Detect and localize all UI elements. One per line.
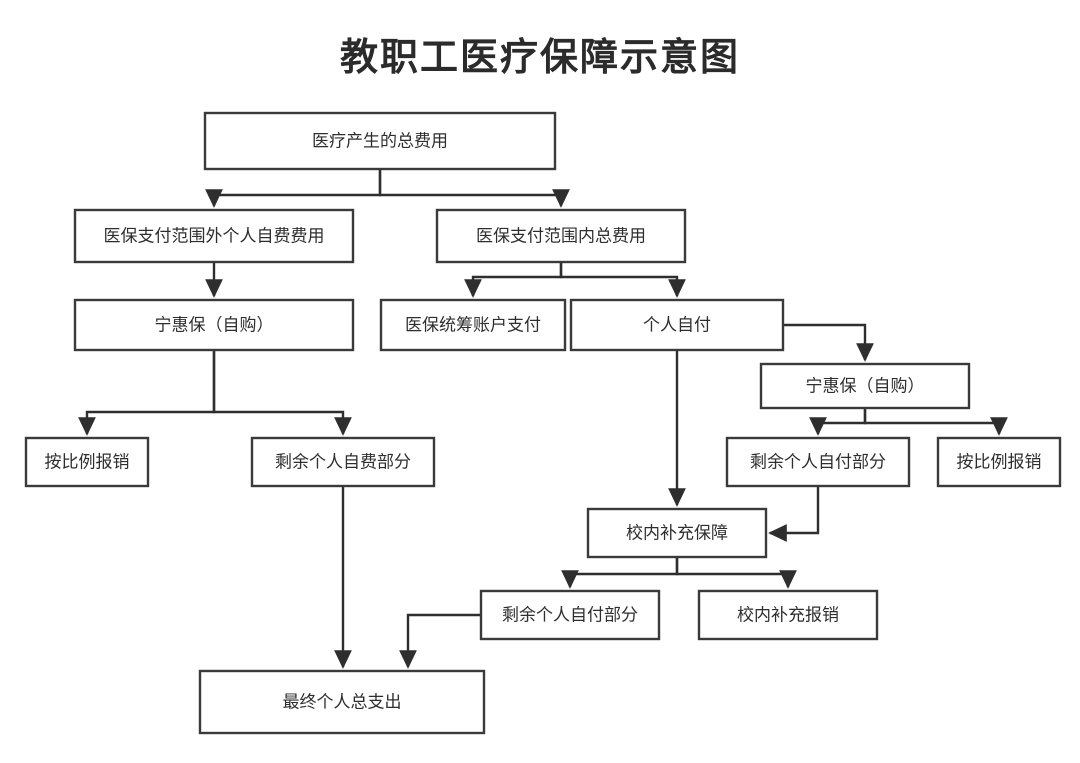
node-box (73, 298, 355, 352)
connector-n13-to-n15 (399, 613, 481, 669)
node-box (479, 589, 661, 641)
node-box (73, 208, 355, 264)
connector-n10-to-n12 (768, 486, 820, 542)
node-n12[interactable]: 校内补充保障 (586, 507, 768, 559)
connector-n7-to-n11 (863, 408, 1008, 436)
node-box (250, 436, 436, 488)
node-n14[interactable]: 校内补充报销 (697, 589, 879, 641)
node-label: 校内补充保障 (626, 523, 728, 542)
node-n3[interactable]: 医保支付范围内总费用 (435, 208, 687, 264)
node-label: 按比例报销 (45, 452, 130, 471)
node-box (24, 436, 150, 488)
node-label: 医保统筹账户支付 (405, 315, 541, 334)
connector-n3-to-n6 (559, 262, 686, 298)
node-box (379, 298, 567, 352)
node-box (936, 436, 1062, 488)
page-title: 教职工医疗保障示意图 (339, 37, 740, 79)
node-box (203, 111, 557, 171)
connector-n4-to-n9 (212, 350, 352, 436)
node-label: 校内补充报销 (737, 605, 839, 624)
node-label: 最终个人总支出 (283, 692, 402, 711)
node-label: 个人自付 (643, 315, 711, 334)
node-label: 宁惠保（自购） (806, 376, 925, 395)
node-label: 医疗产生的总费用 (312, 131, 448, 150)
node-box (435, 208, 687, 264)
node-n2[interactable]: 医保支付范围外个人自费费用 (73, 208, 355, 264)
connector-n3-to-n5 (464, 262, 563, 298)
node-box (198, 669, 486, 735)
node-label: 剩余个人自费部分 (275, 452, 411, 471)
node-n13[interactable]: 剩余个人自付部分 (479, 589, 661, 641)
node-n6[interactable]: 个人自付 (569, 298, 785, 352)
connector-n1-to-n2 (205, 169, 382, 208)
node-label: 剩余个人自付部分 (750, 452, 886, 471)
connector-layer (78, 169, 1008, 669)
node-n1[interactable]: 医疗产生的总费用 (203, 111, 557, 171)
node-label: 按比例报销 (957, 452, 1042, 471)
node-box (759, 362, 971, 410)
node-box (697, 589, 879, 641)
node-label: 医保支付范围内总费用 (476, 226, 646, 245)
node-n7[interactable]: 宁惠保（自购） (759, 362, 971, 410)
node-box (569, 298, 785, 352)
connector-n1-to-n3 (378, 169, 570, 208)
connector-n6-to-n7 (783, 323, 874, 362)
node-n10[interactable]: 剩余个人自付部分 (725, 436, 911, 488)
connector-n12-to-n14 (675, 557, 797, 589)
node-n5[interactable]: 医保统筹账户支付 (379, 298, 567, 352)
node-label: 医保支付范围外个人自费费用 (104, 226, 325, 245)
node-n11[interactable]: 按比例报销 (936, 436, 1062, 488)
node-box (586, 507, 768, 559)
node-label: 剩余个人自付部分 (502, 605, 638, 624)
node-label: 宁惠保（自购） (155, 315, 274, 334)
connector-n4-to-n8 (78, 350, 216, 436)
connector-n7-to-n10 (809, 408, 867, 436)
node-box (725, 436, 911, 488)
node-n9[interactable]: 剩余个人自费部分 (250, 436, 436, 488)
node-n15[interactable]: 最终个人总支出 (198, 669, 486, 735)
connector-n12-to-n13 (561, 557, 679, 589)
node-n4[interactable]: 宁惠保（自购） (73, 298, 355, 352)
node-n8[interactable]: 按比例报销 (24, 436, 150, 488)
